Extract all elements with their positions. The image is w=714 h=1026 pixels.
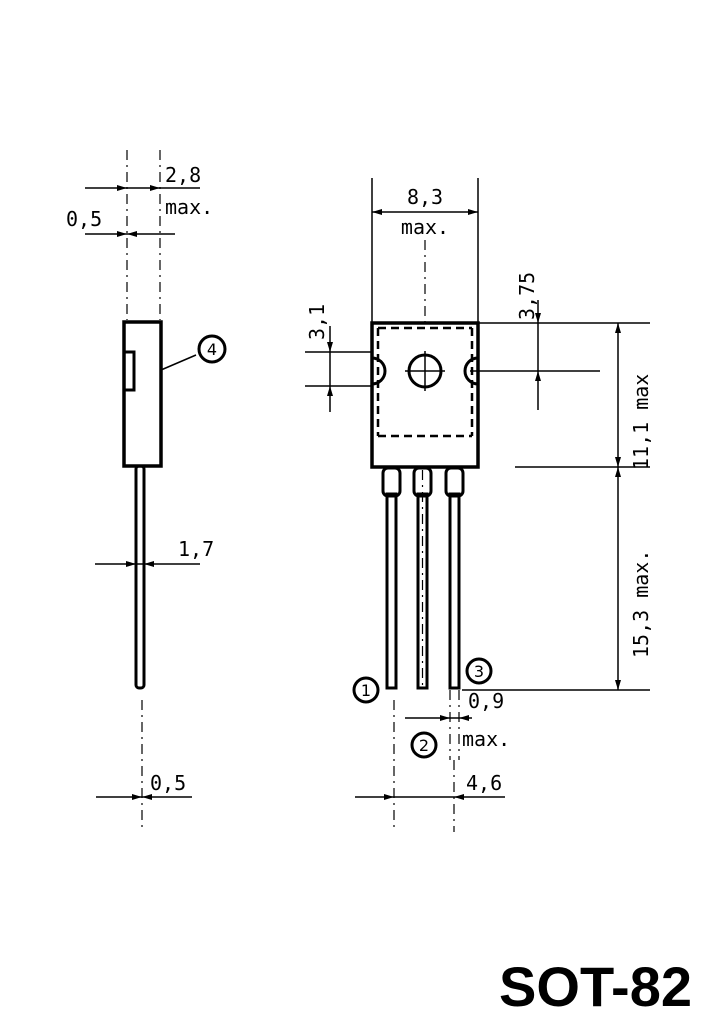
lead-1 [381,466,402,690]
callout-pin3-label: 3 [474,662,484,681]
dim-hole-offset-label: 3,75 [515,272,539,320]
side-view-body [122,320,163,468]
dim-pitch-label: 4,6 [466,771,502,795]
lead-2 [412,466,433,690]
callout-leader-tab [160,354,197,371]
side-view-lead [134,464,146,690]
dim-hole-label: 3,1 [305,304,329,340]
dim-width-note: max. [401,215,449,239]
dim-thickness-note: max. [165,195,213,219]
side-view: 2,8 max. 0,5 4 1,7 0,5 [66,150,227,830]
dim-body-height-label: 11,1 max [629,374,653,470]
callout-circle-tab [197,334,227,364]
front-view-body [370,321,480,469]
callout-tab-label: 4 [207,340,217,359]
side-notch-left [371,356,387,386]
callout-pin1-label: 1 [361,681,371,700]
dim-flange-label: 0,5 [66,207,102,231]
lead-3 [444,466,465,690]
dim-lead-length-label: 15,3 max. [629,550,653,658]
dim-pin-width-note: max. [462,727,510,751]
front-view: 8,3 max. 3,1 3,75 11,1 max [305,178,653,832]
callout-circle-pin3 [465,657,493,685]
callout-pin2-label: 2 [419,736,429,755]
dim-thickness-label: 2,8 [165,163,201,187]
callout-circle-pin1 [352,676,380,704]
dim-lead-thickness-label: 0,5 [150,771,186,795]
package-name: SOT-82 [499,955,692,1018]
dim-pin-width-label: 0,9 [468,689,504,713]
side-view-tab-notch [122,350,136,392]
dim-width-label: 8,3 [407,185,443,209]
callout-circle-pin2 [410,731,438,759]
side-notch-right [463,356,479,386]
dim-lead-width-label: 1,7 [178,537,214,561]
